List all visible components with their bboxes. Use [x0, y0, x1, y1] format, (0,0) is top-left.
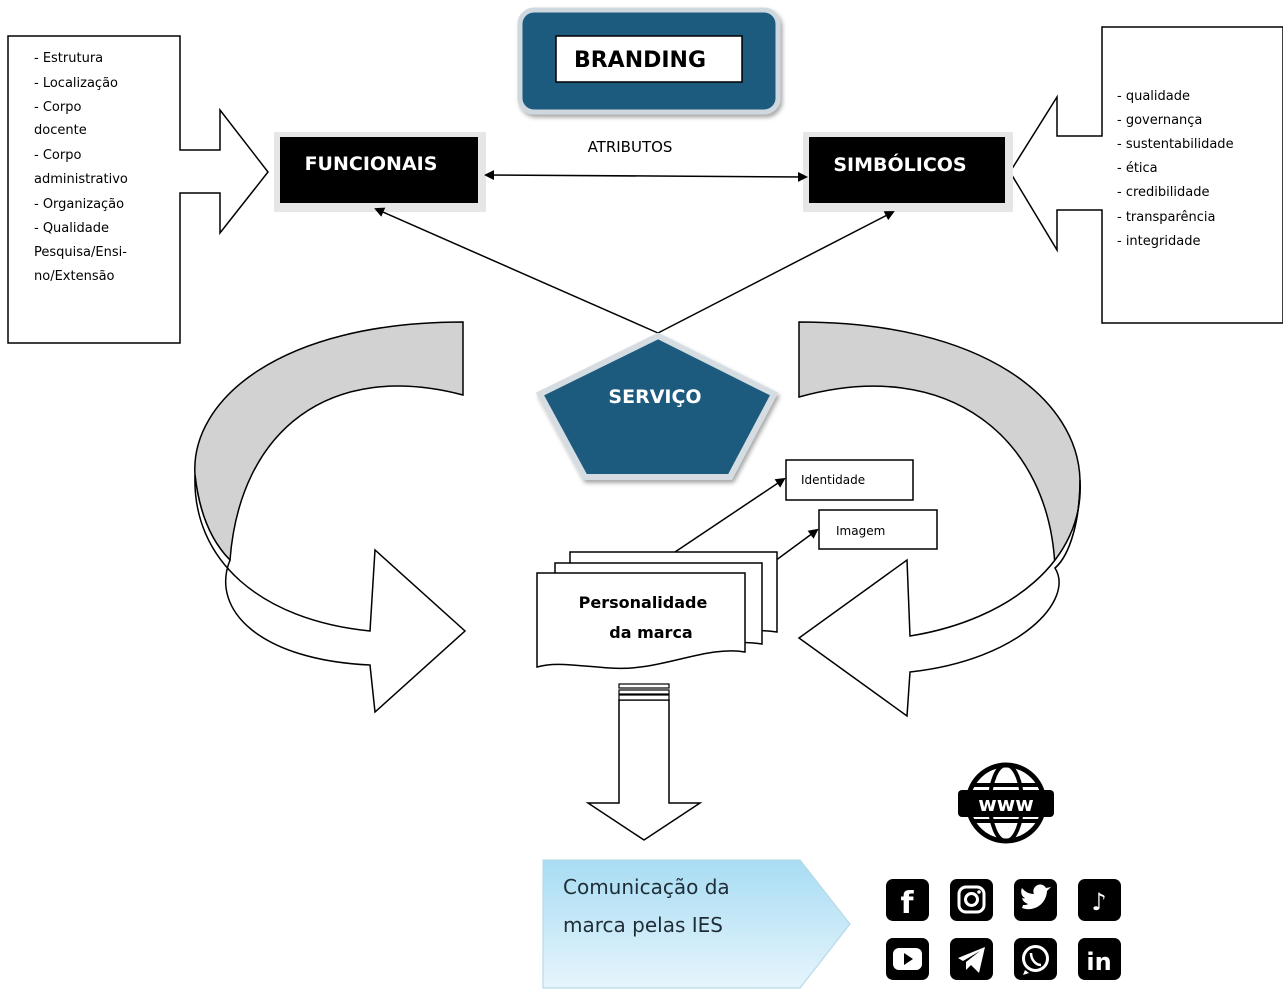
- down-arrow: [585, 683, 703, 841]
- comunicacao-line-2: marca pelas IES: [563, 913, 723, 937]
- branding-label-box: [555, 35, 743, 83]
- svg-text:f: f: [900, 886, 914, 921]
- branding-label: BRANDING: [574, 48, 706, 73]
- left-curved-arrow: [194, 321, 467, 714]
- imagem-box: Imagem: [818, 509, 938, 550]
- funcionais-item: - Localização: [34, 76, 118, 91]
- simbolicos-item: - credibilidade: [1117, 185, 1209, 200]
- personalidade-document-front: [536, 572, 746, 670]
- personalidade-to-identidade-arrow: [674, 477, 786, 553]
- funcionais-item: administrativo: [34, 172, 128, 187]
- personalidade-line-1: Personalidade: [579, 593, 708, 612]
- funcionais-item: - Corpo: [34, 148, 81, 163]
- servico-to-funcionais-arrow: [374, 207, 659, 334]
- tiktok-icon: ♪: [1078, 879, 1121, 921]
- comunicacao-banner-shape: [542, 859, 851, 989]
- funcionais-item: - Estrutura: [34, 51, 103, 66]
- facebook-icon: f: [886, 879, 929, 921]
- twitter-icon: [1014, 879, 1057, 921]
- atributos-label: ATRIBUTOS: [588, 138, 673, 156]
- simbolicos-box-inner: [809, 137, 1005, 203]
- svg-text:♪: ♪: [1091, 888, 1106, 916]
- left-curved-arrow-top-face: [194, 321, 464, 562]
- simbolicos-attributes-list: - qualidade - governança - sustentabilid…: [1117, 89, 1234, 249]
- funcionais-item: docente: [34, 123, 87, 138]
- simbolicos-callout-shape: [1009, 26, 1283, 324]
- funcionais-item: no/Extensão: [34, 269, 115, 284]
- telegram-icon: [950, 938, 993, 980]
- simbolicos-title: SIMBÓLICOS: [833, 152, 966, 176]
- down-arrow-body: [585, 699, 703, 841]
- whatsapp-icon: [1014, 938, 1057, 980]
- funcionais-callout-shape: [7, 35, 269, 344]
- funcionais-attributes-list: - Estrutura - Localização - Corpo docent…: [34, 51, 128, 284]
- simbolicos-item: - integridade: [1117, 234, 1200, 249]
- funcionais-item: - Qualidade: [34, 221, 109, 236]
- funcionais-box-inner: [280, 137, 478, 203]
- funcionais-item: - Organização: [34, 197, 124, 212]
- funcionais-attributes-callout: - Estrutura - Localização - Corpo docent…: [7, 35, 269, 344]
- simbolicos-item: - ética: [1117, 161, 1158, 176]
- funcionais-title: FUNCIONAIS: [305, 153, 438, 175]
- globe-www-label: www: [978, 792, 1033, 816]
- globe-www-icon: www: [958, 762, 1054, 844]
- simbolicos-item: - transparência: [1117, 210, 1215, 225]
- right-curved-arrow-body: [797, 479, 1081, 718]
- youtube-icon: [886, 938, 929, 980]
- identidade-label: Identidade: [801, 473, 865, 487]
- svg-text:in: in: [1086, 948, 1111, 976]
- branding-badge: BRANDING: [517, 7, 781, 115]
- servico-pentagon-shape: [535, 332, 779, 480]
- left-curved-arrow-body: [194, 474, 467, 714]
- social-icons-grid: f ♪: [886, 879, 1121, 980]
- personalidade-document-stack: Personalidade da marca: [536, 551, 778, 670]
- linkedin-icon: in: [1078, 938, 1121, 980]
- simbolicos-box: SIMBÓLICOS: [803, 132, 1013, 212]
- simbolicos-item: - governança: [1117, 113, 1202, 128]
- servico-pentagon: SERVIÇO: [535, 332, 779, 480]
- funcionais-item: Pesquisa/Ensi-: [34, 245, 127, 260]
- comunicacao-banner: Comunicação da marca pelas IES: [542, 859, 851, 989]
- right-curved-arrow: [797, 321, 1081, 718]
- instagram-icon: [950, 879, 993, 921]
- servico-label: SERVIÇO: [608, 386, 701, 408]
- simbolicos-item: - sustentabilidade: [1117, 137, 1234, 152]
- identidade-box: Identidade: [785, 459, 914, 501]
- simbolicos-item: - qualidade: [1117, 89, 1190, 104]
- atributos-double-arrow: [484, 170, 808, 182]
- personalidade-line-2: da marca: [609, 623, 692, 642]
- servico-to-simbolicos-arrow: [657, 211, 895, 334]
- comunicacao-line-1: Comunicação da: [563, 875, 730, 899]
- funcionais-item: - Corpo: [34, 100, 81, 115]
- funcionais-box: FUNCIONAIS: [274, 132, 486, 212]
- simbolicos-attributes-callout: - qualidade - governança - sustentabilid…: [1009, 26, 1283, 324]
- imagem-label: Imagem: [836, 524, 885, 538]
